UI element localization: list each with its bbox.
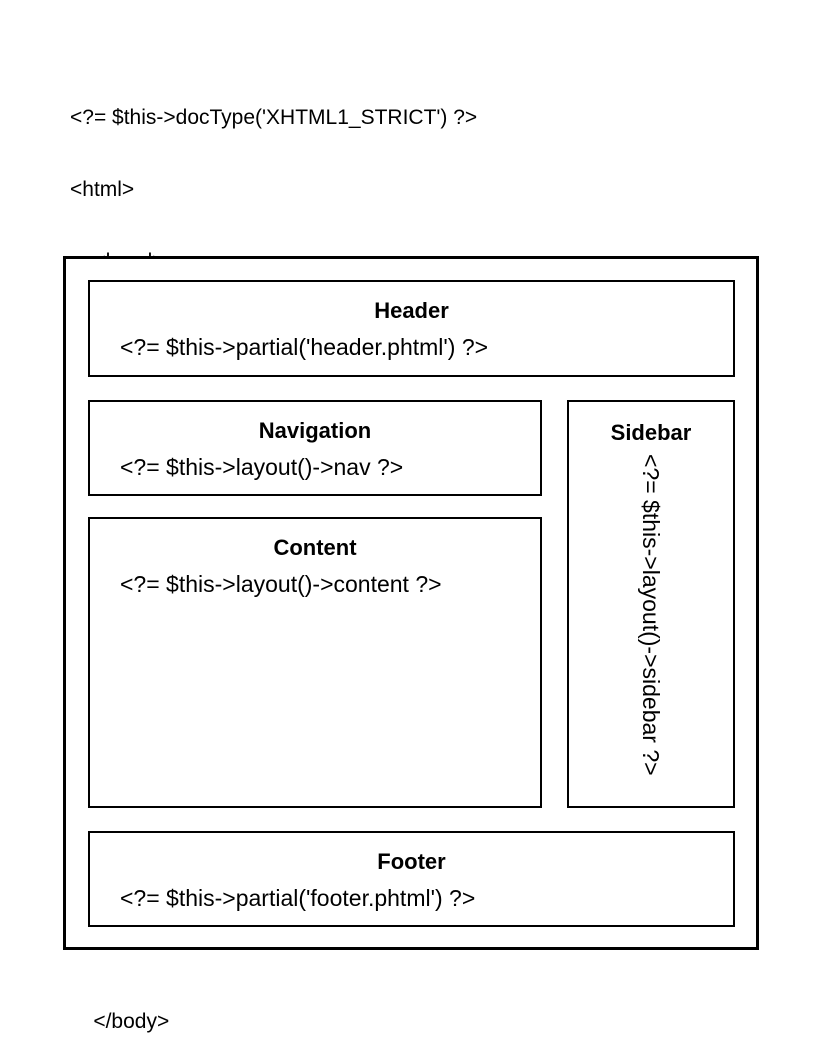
footer-box-title: Footer [377,849,446,874]
header-box: Header <?= $this->partial('header.phtml'… [88,280,735,377]
sidebar-box: Sidebar <?= $this->layout()->sidebar ?> [567,400,735,808]
view-script-code-bottom: </body> </html> [70,962,169,1056]
sidebar-box-title: Sidebar [610,420,692,445]
code-line-html-open: <html> [70,178,135,201]
content-box-code: <?= $this->layout()->content ?> [120,571,442,597]
footer-box: Footer <?= $this->partial('footer.phtml'… [88,831,735,927]
navigation-box-title: Navigation [258,418,372,443]
navigation-box: Navigation <?= $this->layout()->nav ?> [88,400,542,496]
content-box: Content <?= $this->layout()->content ?> [88,517,542,808]
code-line-body-close: </body> [70,1010,170,1033]
footer-box-code: <?= $this->partial('footer.phtml') ?> [120,885,476,911]
content-box-title: Content [273,535,357,560]
sidebar-box-code-vertical: <?= $this->layout()->sidebar ?> [638,454,664,776]
header-box-title: Header [374,298,449,323]
code-line-doctype: <?= $this->docType('XHTML1_STRICT') ?> [70,106,478,129]
navigation-box-code: <?= $this->layout()->nav ?> [120,454,404,480]
header-box-code: <?= $this->partial('header.phtml') ?> [120,334,489,360]
